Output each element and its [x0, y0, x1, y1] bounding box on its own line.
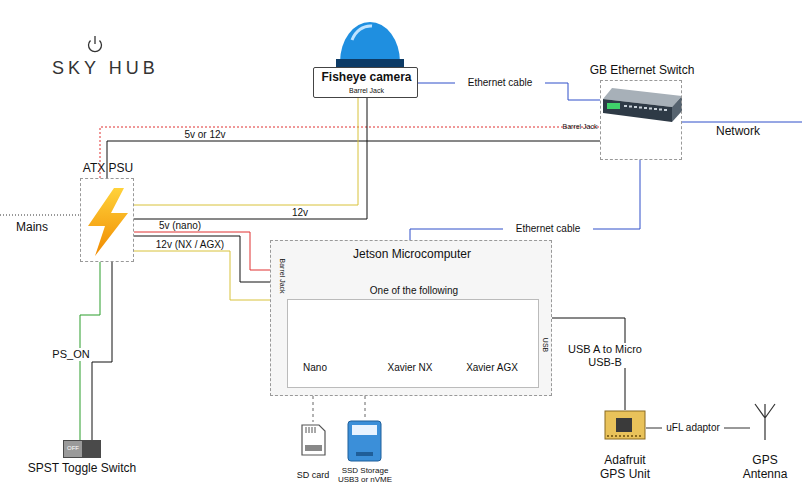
- board-option: Xavier NX: [383, 312, 437, 378]
- sd-card-node: SD card: [298, 422, 328, 458]
- switch-ports: [624, 106, 667, 110]
- node-title: ATX PSU: [66, 162, 150, 176]
- node-subtext: Barrel Jack: [314, 87, 419, 95]
- options-box: One of the followingNanoXavier NXXavier …: [287, 299, 539, 388]
- node-title: SSD Storage USB3 or nVME: [335, 466, 395, 484]
- network-label: Network: [716, 125, 786, 139]
- edge-label: USB A to Micro USB-B: [560, 343, 650, 368]
- gps-chip: [616, 418, 632, 432]
- edge-label: Ethernet cable: [455, 77, 545, 89]
- node-title: SD card: [283, 470, 343, 480]
- port-label: Barrel Jack: [558, 123, 602, 131]
- antenna-symbol: [755, 404, 775, 440]
- ssd-sticker: [352, 425, 377, 435]
- edge-label: PS_ON: [50, 348, 92, 361]
- network-wire: [682, 122, 802, 123]
- logo-text: SKY HUB: [52, 58, 172, 79]
- switch-box: GB Ethernet Switch: [600, 80, 682, 160]
- sd-contacts: [306, 427, 315, 433]
- node-title: Jetson Microcomputer: [271, 248, 553, 262]
- psu-box: ATX PSU: [80, 178, 134, 262]
- node-title: Xavier AGX: [452, 362, 532, 374]
- node-title: Nano: [275, 362, 355, 374]
- node-title: SPST Toggle Switch: [17, 462, 147, 476]
- connector: [134, 98, 367, 219]
- node-title: One of the following: [288, 285, 540, 297]
- mains-wire: [0, 215, 80, 216]
- board-option: Nano: [288, 312, 342, 378]
- ssd-icon: [348, 421, 381, 461]
- node-title: Fisheye camera: [314, 71, 419, 85]
- toggle-rocker: [64, 441, 82, 457]
- connector: [313, 396, 314, 422]
- node-title: GB Ethernet Switch: [561, 64, 723, 78]
- edge-label: 12v: [285, 207, 315, 219]
- ssd-port: [356, 452, 373, 456]
- ssd-node: SSD Storage USB3 or nVME: [345, 420, 385, 462]
- connector: [134, 251, 270, 300]
- edge-label: 5v or 12v: [170, 129, 240, 141]
- node-title: Xavier NX: [370, 362, 450, 374]
- toggle-body: [63, 440, 101, 458]
- node-title: GPS Antenna: [735, 454, 795, 482]
- power-icon-bar: [94, 36, 95, 44]
- camera-dome: [340, 22, 400, 62]
- mains-label: Mains: [16, 221, 66, 235]
- gps-unit-node: Adafruit GPS Unit: [604, 410, 646, 440]
- connector: [410, 160, 640, 240]
- antenna-node: GPS Antenna: [750, 403, 780, 440]
- jetson-box: Jetson MicrocomputerOne of the following…: [270, 240, 552, 396]
- gps-board: [605, 411, 645, 439]
- switch-front: [603, 99, 672, 122]
- dome-highlight: [352, 26, 372, 40]
- switch-state: OFF: [64, 445, 82, 452]
- connector: [107, 141, 600, 178]
- connector: [134, 98, 358, 205]
- port-label: Barrel Jack: [278, 252, 286, 300]
- gps-pins: [607, 435, 643, 437]
- switch-display: [607, 103, 620, 109]
- sd-strip: [305, 445, 322, 451]
- edge-label: Ethernet cable: [503, 223, 593, 235]
- switch-side: [672, 96, 682, 122]
- connector: [100, 127, 600, 178]
- edge-label: uFL adaptor: [662, 422, 724, 434]
- camera-base: [336, 59, 404, 67]
- connector: [92, 262, 112, 440]
- connector: [134, 236, 270, 282]
- connector-group: [80, 83, 750, 440]
- lightning-bolt: [88, 188, 128, 256]
- port-label: USB: [541, 333, 549, 357]
- board-option: Xavier AGX: [465, 312, 519, 378]
- sd-card-icon: [302, 425, 325, 455]
- connector: [365, 396, 366, 420]
- camera-box: Fisheye cameraBarrel Jack: [313, 67, 418, 98]
- edge-label: 12v (NX / AGX): [145, 239, 235, 251]
- edge-label: 5v (nano): [150, 220, 210, 232]
- node-title: Adafruit GPS Unit: [595, 454, 655, 482]
